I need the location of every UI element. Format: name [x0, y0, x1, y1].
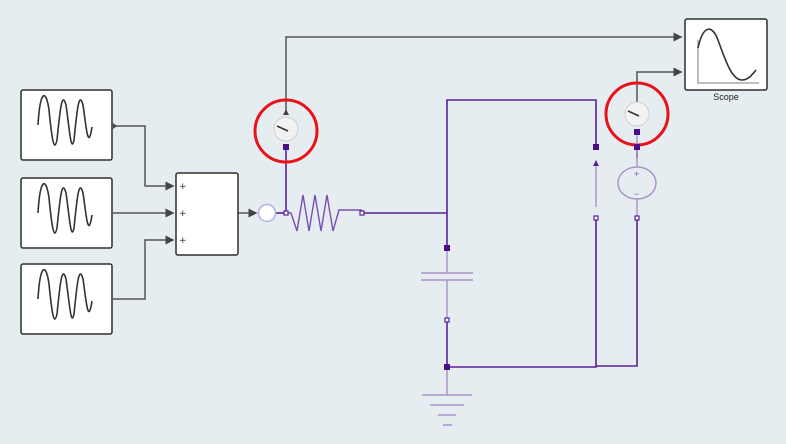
resistor-icon [286, 194, 362, 232]
wire-meter2-scope[interactable] [636, 67, 683, 103]
sum-input-sign-2: + [179, 209, 187, 219]
scope-plot-icon [697, 28, 757, 81]
scope-label: Scope [713, 92, 739, 102]
highlight-circle-current-meter [253, 98, 319, 164]
capacitor-block[interactable] [421, 245, 473, 323]
capacitor-port-bottom [444, 317, 450, 323]
switch-port-top [593, 144, 599, 150]
switch-block[interactable] [593, 144, 599, 221]
resistor-port-left [283, 210, 289, 216]
sine-wave-block-1[interactable] [20, 89, 117, 161]
scope-block[interactable]: Scope [684, 18, 768, 102]
sine-wave-icon [37, 183, 93, 234]
sine-wave-block-3[interactable] [20, 263, 113, 335]
source-plus: + [634, 169, 639, 179]
sine-wave-icon [37, 95, 93, 146]
sum-input-sign-1: + [179, 182, 187, 192]
ground-block[interactable] [422, 364, 472, 426]
ground-port [444, 364, 450, 370]
capacitor-icon [421, 272, 473, 281]
wire-sine3-sum[interactable] [113, 235, 175, 300]
switch-port-bottom [593, 215, 599, 221]
sine-wave-block-2[interactable] [20, 177, 113, 249]
wire-top-loop[interactable] [446, 99, 597, 248]
sum-block[interactable]: + + + [175, 172, 239, 256]
scope-axes-icon [697, 40, 759, 84]
voltage-meter-block[interactable] [624, 101, 650, 135]
capacitor-port-top [444, 245, 450, 251]
physical-wires [276, 99, 638, 368]
source-port-bottom [634, 215, 640, 221]
meter2-port [634, 129, 640, 135]
sine-wave-icon [37, 269, 93, 320]
output-port [113, 123, 117, 129]
gauge-needle-icon [627, 110, 640, 117]
source-port-top [634, 144, 640, 150]
current-meter-block[interactable] [273, 116, 299, 150]
resistor-block[interactable] [283, 194, 365, 232]
ground-icon [422, 370, 472, 426]
meter1-arrow-up [283, 109, 289, 115]
source-minus: − [634, 189, 639, 199]
wire-bottom[interactable] [447, 218, 597, 368]
resistor-port-right [359, 210, 365, 216]
signal-wires [113, 32, 683, 300]
signal-converter-block[interactable] [257, 203, 277, 223]
wire-sine1-sum[interactable] [113, 125, 175, 191]
wire-meter1-scope[interactable] [285, 32, 683, 112]
switch-arrow-icon [593, 160, 599, 166]
gauge-needle-icon [276, 125, 289, 132]
meter1-port [283, 144, 289, 150]
voltage-source-icon [617, 166, 657, 200]
sum-input-sign-3: + [179, 236, 187, 246]
wire-bottom-source[interactable] [596, 218, 638, 367]
voltage-source-block[interactable]: + − [617, 135, 657, 221]
